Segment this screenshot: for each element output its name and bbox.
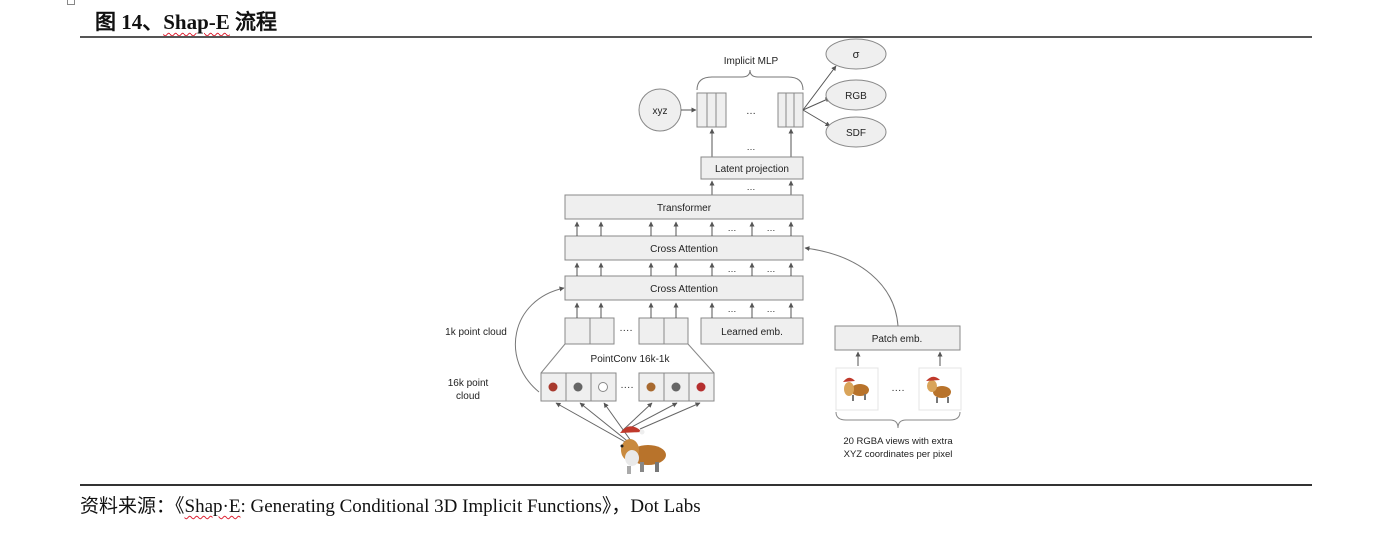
output-sdf-label: SDF (846, 128, 866, 139)
one-k-point-cloud-label: 1k point cloud (445, 327, 507, 338)
title-suffix: 流程 (229, 10, 278, 34)
cross-attention-bottom-box (564, 275, 804, 301)
corgi-3d-model (620, 426, 666, 474)
source-note: 资料来源：《Shap·E: Generating Conditional 3D … (80, 491, 701, 518)
transformer-label: Transformer (657, 203, 712, 214)
top-divider (80, 36, 1312, 38)
point-dot (573, 382, 583, 392)
layer-ellipsis: … (767, 223, 776, 233)
view-corgi-first (843, 377, 869, 401)
mlp-ellipsis: … (746, 106, 756, 117)
views-brace (835, 411, 961, 429)
patch-emb-label: Patch emb. (872, 334, 923, 345)
patch-emb-to-cross-attention-arrow (804, 246, 899, 327)
latent-projection-label: Latent projection (715, 164, 789, 175)
source-paper-name: Shap·E (184, 496, 241, 517)
output-rgb-node (825, 79, 887, 111)
mlp-block-last (777, 92, 804, 128)
views-caption-line2: XYZ coordinates per pixel (844, 449, 953, 460)
xyz-label: xyz (653, 106, 668, 117)
anchor-mark (67, 0, 75, 5)
one-k-tokens-right (638, 317, 689, 345)
point-dot (671, 382, 681, 392)
pointconv-label: PointConv 16k-1k (591, 354, 671, 365)
mlp-block-first (696, 92, 727, 128)
learned-emb-label: Learned emb. (721, 327, 783, 338)
sixteen-k-label-line1: 16k point (448, 378, 489, 389)
point-dot (696, 382, 706, 392)
title-name: Shap-E (163, 10, 230, 34)
cross-attention-top-box (564, 235, 804, 261)
cross-attention-top-label: Cross Attention (650, 244, 718, 255)
point-cloud-to-cross-attention-arrow (514, 286, 565, 393)
point-dot (598, 382, 608, 392)
layer-ellipsis: … (767, 304, 776, 314)
point-dot (646, 382, 656, 392)
one-k-tokens-left (564, 317, 615, 345)
implicit-mlp-label: Implicit MLP (724, 56, 779, 67)
point-dot (548, 382, 558, 392)
point-dots (548, 382, 706, 392)
view-corgi-last (926, 376, 951, 403)
one-k-dots: ···· (619, 325, 632, 336)
layer-ellipsis: … (728, 304, 737, 314)
source-prefix: 资料来源：《 (80, 496, 185, 517)
layer-ellipsis: … (728, 223, 737, 233)
figure-title: 图 14、Shap-E 流程 (95, 6, 277, 36)
output-rgb-label: RGB (845, 91, 867, 102)
layer-ellipsis: … (767, 264, 776, 274)
layer-arrows (574, 221, 794, 318)
latent-projection-box (700, 156, 804, 180)
output-sigma-node (825, 38, 887, 70)
latent-ellipsis-top: … (747, 142, 756, 152)
views-dots: ···· (891, 385, 904, 396)
bottom-divider (80, 484, 1312, 486)
latent-ellipsis-bottom: … (747, 182, 756, 192)
transformer-box (564, 194, 804, 220)
title-prefix: 图 14、 (95, 10, 164, 34)
views-caption-line1: 20 RGBA views with extra (843, 436, 953, 447)
learned-emb-box (700, 317, 804, 345)
cross-attention-bottom-label: Cross Attention (650, 284, 718, 295)
source-rest: : Generating Conditional 3D Implicit Fun… (240, 496, 701, 517)
output-sdf-node (825, 116, 887, 148)
sixteen-k-label-line2: cloud (456, 391, 480, 402)
output-sigma-label: σ (853, 49, 860, 61)
patch-emb-box (834, 325, 961, 351)
mlp-brace (696, 69, 804, 91)
sixteen-k-dots: ···· (620, 382, 633, 393)
layer-ellipsis: … (728, 264, 737, 274)
